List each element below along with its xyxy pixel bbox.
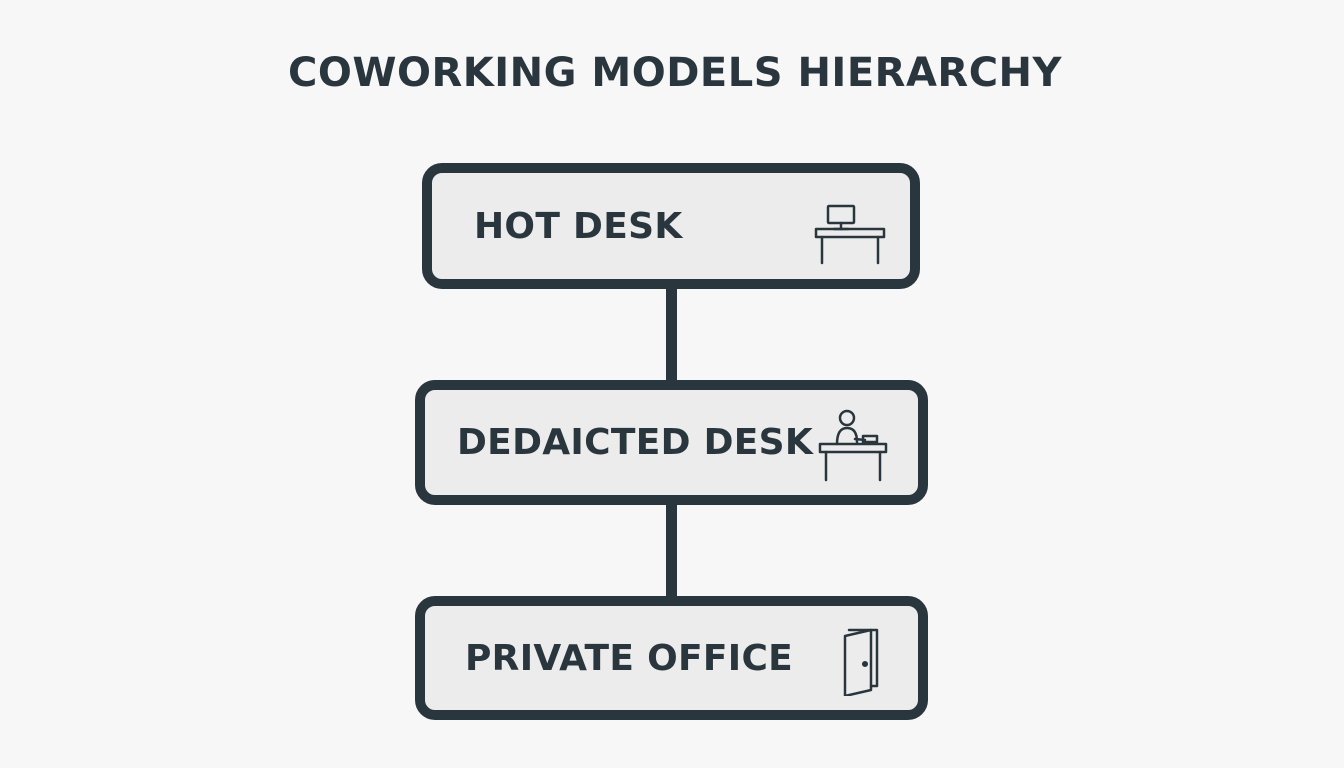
connector-line — [666, 285, 677, 385]
node-hot-desk: HOT DESK — [422, 163, 920, 289]
node-dedicated-desk: DEDAICTED DESK — [415, 380, 928, 505]
connector-line — [666, 500, 677, 600]
node-label: HOT DESK — [474, 205, 683, 247]
door-icon — [837, 624, 893, 696]
desk-computer-icon — [806, 193, 886, 265]
person-at-desk-icon — [817, 404, 897, 484]
node-private-office: PRIVATE OFFICE — [415, 596, 928, 720]
diagram-title: COWORKING MODELS HIERARCHY — [288, 50, 1062, 96]
node-label: PRIVATE OFFICE — [465, 637, 794, 679]
node-label: DEDAICTED DESK — [457, 422, 814, 463]
